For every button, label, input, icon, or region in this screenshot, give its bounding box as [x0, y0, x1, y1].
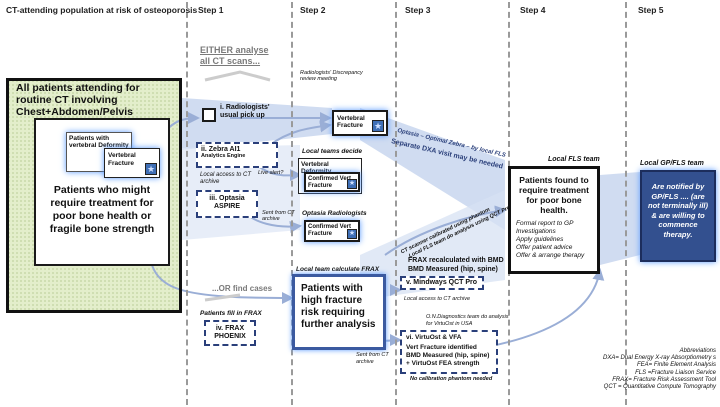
- found-title: Patients found to require treatment for …: [519, 175, 589, 215]
- gp-box: Are notified by GP/FLS .... (are not ter…: [640, 170, 716, 262]
- page-title: CT-attending population at risk of osteo…: [6, 5, 198, 15]
- on-diagnostics-label: O.N.Diagnostics team do analysis for Vir…: [426, 314, 509, 327]
- local-access-label: Local access to CT archive: [200, 172, 252, 185]
- or-find-cases: ...OR find cases: [212, 284, 273, 293]
- mindways-box: v. Mindways QCT Pro: [400, 276, 484, 290]
- step2-vf-text: Vertebral Fracture: [337, 115, 365, 129]
- either-line1: EITHER analyse: [200, 45, 269, 55]
- population-block: [6, 78, 182, 313]
- star-icon: ★: [145, 163, 157, 175]
- frax-phoenix-box: iv. FRAX PHOENIX: [204, 320, 256, 346]
- fls-item: Apply guidelines: [516, 236, 564, 243]
- confirmed-vf-text: Confirmed Vert Fracture: [308, 176, 352, 189]
- zebra-box: ii. Zebra AI1 Analytics Engine: [196, 142, 278, 168]
- star-icon: ★: [372, 120, 384, 132]
- arrow-zebra-to-vf: [269, 120, 332, 146]
- step4-header: Step 4: [520, 5, 546, 15]
- abbrev-item: QCT = Quantitative Compute Tomography: [603, 384, 716, 391]
- confirmed-vf-box: Confirmed Vert Fracture ★: [304, 172, 360, 192]
- zebra-title: ii. Zebra AI1: [201, 146, 241, 153]
- confirmed-vf2-box: Confirmed Vert Fracture ★: [304, 220, 360, 242]
- fls-items-list: Formal report to GP Investigations Apply…: [511, 218, 597, 262]
- fls-item: Formal report to GP: [516, 220, 574, 227]
- sent-from-label: Sent from CT archive: [262, 210, 295, 222]
- either-line2: all CT scans...: [200, 56, 261, 66]
- fls-item: Offer & arrange therapy: [516, 252, 585, 259]
- abbrev-item: FRAX= Fracture Risk Assessment Tool: [612, 376, 716, 383]
- vert-deformity-text: Vertebral Deformity: [301, 161, 331, 175]
- flow-wedge-top: [182, 98, 332, 150]
- step3-header: Step 3: [405, 5, 431, 15]
- no-phantom-label: No calibration phantom needed: [410, 376, 493, 382]
- abbrev-item: FLS =Fracture Liaison Service: [635, 369, 716, 376]
- bmd-measured: BMD Measured (hip, spine): [408, 266, 498, 273]
- local-gp-label: Local GP/FLS team: [640, 160, 704, 167]
- local-teams-label: Local teams decide: [302, 148, 362, 155]
- abbrev-title: Abbreviations: [679, 348, 716, 354]
- step1-header: Step 1: [198, 5, 224, 15]
- star-icon: ★: [347, 229, 357, 239]
- step2-divider: [291, 2, 293, 405]
- high-risk-text: Patients with high fracture risk requiri…: [301, 283, 376, 330]
- local-fls-label: Local FLS team: [548, 156, 600, 163]
- either-bracket: [204, 70, 271, 82]
- virtuost-box: vi. VirtuOst & VFA Vert Fracture identif…: [400, 330, 498, 374]
- step5-divider: [625, 2, 627, 405]
- abbreviations: Abbreviations DXA= Dual Energy X-ray Abs…: [516, 348, 716, 391]
- confirmed-vf2-text: Confirmed Vert Fracture: [308, 224, 352, 237]
- step3-divider: [395, 2, 397, 405]
- vertebral-fracture-box: Vertebral Fracture ★: [104, 148, 160, 178]
- frax-phoenix-text: iv. FRAX PHOENIX: [214, 325, 246, 340]
- virtuost-title: vi. VirtuOst & VFA: [406, 334, 462, 341]
- zebra-sub: Analytics Engine: [201, 153, 246, 159]
- high-risk-box: Patients with high fracture risk requiri…: [292, 274, 386, 350]
- abbrev-item: FEA= Finite Element Analysis: [637, 362, 716, 369]
- might-require-box: Patients who might require treatment for…: [34, 118, 170, 266]
- deformity-label: Patients with vertebral Deformity: [69, 135, 129, 149]
- all-patients-text: All patients attending for routine CT in…: [16, 82, 140, 118]
- virtuost-line3: + VirtuOst FEA strength: [406, 360, 480, 367]
- frax-recalc: FRAX recalculated with BMD: [408, 257, 504, 264]
- might-require-text: Patients who might require treatment for…: [49, 184, 155, 235]
- fill-frax-label: Patients fill in FRAX: [200, 310, 262, 317]
- step2-vf-box: Vertebral Fracture ★: [332, 110, 388, 136]
- radiologists-text: i. Radiologists' usual pick up: [220, 104, 270, 119]
- discrepancy-label: Radiologists' Discrepancy review meeting: [300, 70, 363, 82]
- flow-wedge-gp: [600, 172, 640, 265]
- sent-from2-label: Sent from CT archive: [356, 352, 389, 365]
- fls-box: Patients found to require treatment for …: [508, 166, 600, 274]
- arrow-to-fls: [384, 205, 507, 256]
- vertebral-fracture-label: Vertebral Fracture: [108, 152, 136, 167]
- step1-divider: [186, 2, 188, 405]
- live-alert-label: Live alert?: [258, 170, 284, 176]
- or-bracket: [204, 293, 241, 302]
- radiologists-icon-box: [202, 108, 216, 122]
- gp-text: Are notified by GP/FLS .... (are not ter…: [647, 182, 708, 239]
- local-access2-label: Local access to CT archive: [404, 296, 471, 302]
- fls-item: Investigations: [516, 228, 556, 235]
- local-team-frax-label: Local team calculate FRAX: [296, 266, 380, 273]
- optasia-title: iii. Optasia ASPIRE: [209, 195, 245, 210]
- fls-item: Offer patient advice: [516, 244, 573, 251]
- star-icon: ★: [347, 179, 357, 189]
- virtuost-line2: BMD Measured (hip, spine): [406, 352, 490, 359]
- mindways-text: v. Mindways QCT Pro: [406, 279, 478, 286]
- optasia-radiologists-label: Optasia Radiologists: [302, 210, 367, 217]
- abbrev-item: DXA= Dual Energy X-ray Absorptiometry s: [603, 355, 716, 362]
- step5-header: Step 5: [638, 5, 664, 15]
- optasia-box: iii. Optasia ASPIRE: [196, 190, 258, 218]
- virtuost-line1: Vert Fracture identified: [406, 344, 477, 351]
- step2-header: Step 2: [300, 5, 326, 15]
